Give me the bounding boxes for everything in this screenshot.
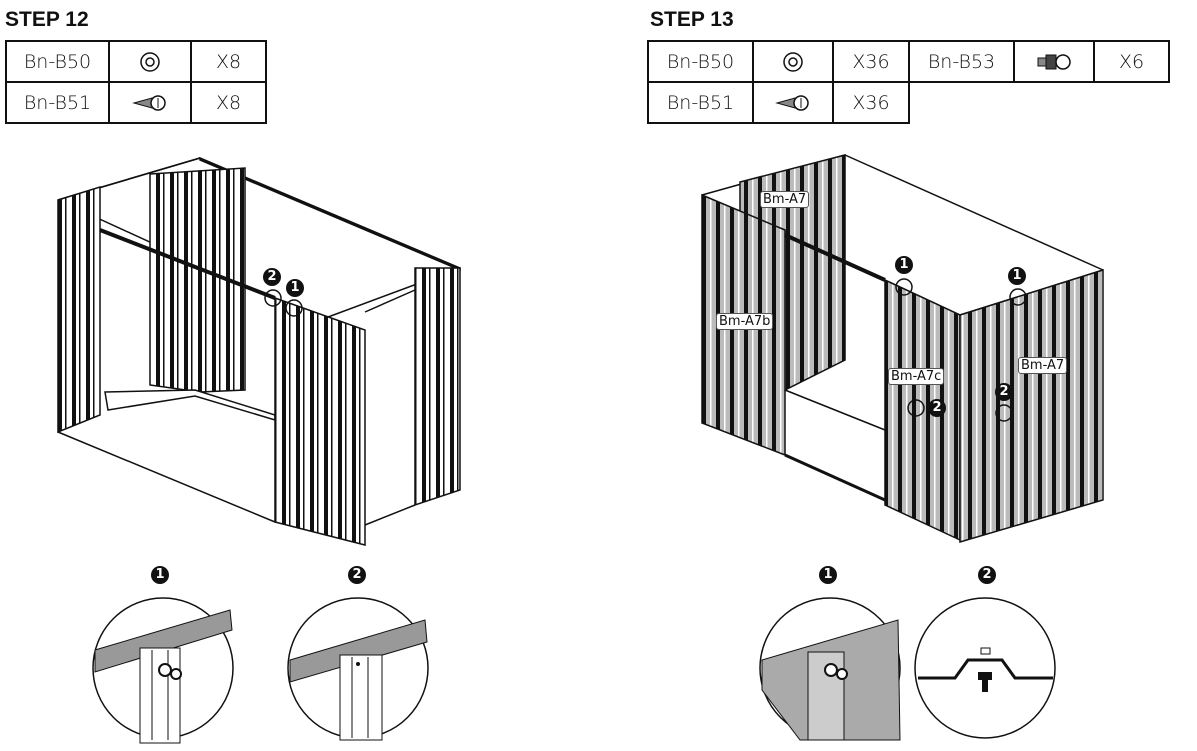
part-label: Bm-A7b bbox=[716, 313, 774, 330]
callout-number: 2 bbox=[928, 399, 946, 417]
step12-parts-table: Bn-B50 X8 Bn-B51 X8 bbox=[5, 40, 267, 124]
step12-detail-2 bbox=[287, 597, 429, 741]
step13-detail-1 bbox=[759, 597, 901, 741]
bolt-nut-icon bbox=[1037, 54, 1071, 70]
part-qty: X36 bbox=[832, 81, 910, 124]
back-wall-panels bbox=[149, 167, 246, 393]
step12-title: STEP 12 bbox=[5, 8, 89, 31]
front-right-panel bbox=[274, 296, 366, 546]
part-qty: X6 bbox=[1093, 40, 1170, 83]
part-qty: X8 bbox=[190, 40, 267, 83]
part-label: Bm-A7 bbox=[760, 191, 810, 208]
washer-icon bbox=[158, 663, 172, 677]
step12-detail-1 bbox=[92, 597, 234, 744]
step13-detail-2 bbox=[914, 597, 1056, 739]
step13-title: STEP 13 bbox=[650, 8, 734, 31]
washer-icon bbox=[140, 51, 160, 72]
table-row: Bn-B51 X8 bbox=[5, 81, 267, 124]
part-code: Bn-B50 bbox=[647, 40, 754, 83]
detail-number: 1 bbox=[151, 566, 169, 584]
part-label: Bm-A7c bbox=[888, 368, 945, 385]
callout-number: 1 bbox=[895, 256, 913, 274]
table-row: Bn-B51 X36 bbox=[647, 81, 1169, 124]
step13-shed bbox=[701, 154, 1104, 544]
detail-number: 2 bbox=[978, 566, 996, 584]
part-icon-cell bbox=[108, 81, 192, 124]
washer-icon bbox=[783, 51, 803, 72]
part-icon-cell bbox=[1013, 40, 1095, 83]
part-icon-cell bbox=[108, 40, 192, 83]
detail-number: 1 bbox=[819, 566, 837, 584]
callout-number: 2 bbox=[995, 383, 1013, 401]
part-icon-cell bbox=[752, 81, 834, 124]
detail-number: 2 bbox=[348, 566, 366, 584]
callout-number: 1 bbox=[1008, 267, 1026, 285]
front-panel-bm-a7c bbox=[884, 278, 961, 542]
part-label: Bm-A7 bbox=[1018, 357, 1068, 374]
table-row: Bn-B50 X8 bbox=[5, 40, 267, 83]
table-row: Bn-B50 X36 Bn-B53 X6 bbox=[647, 40, 1170, 83]
part-code: Bn-B51 bbox=[647, 81, 754, 124]
part-code: Bn-B50 bbox=[5, 40, 110, 83]
left-end-wall bbox=[57, 185, 101, 434]
right-end-wall bbox=[414, 267, 461, 507]
part-code: Bn-B51 bbox=[5, 81, 110, 124]
right-end-bm-a7 bbox=[959, 268, 1104, 544]
part-code: Bn-B53 bbox=[908, 40, 1015, 83]
callout-number: 2 bbox=[263, 268, 281, 286]
screw-icon bbox=[170, 668, 182, 680]
part-icon-cell bbox=[752, 40, 834, 83]
step12-shed bbox=[57, 156, 461, 546]
part-qty: X8 bbox=[190, 81, 267, 124]
screw-icon bbox=[132, 95, 166, 111]
callout-number: 1 bbox=[286, 279, 304, 297]
step13-parts-table: Bn-B50 X36 Bn-B53 X6 Bn-B51 X36 bbox=[647, 40, 1170, 124]
screw-icon bbox=[775, 95, 809, 111]
part-qty: X36 bbox=[832, 40, 910, 83]
